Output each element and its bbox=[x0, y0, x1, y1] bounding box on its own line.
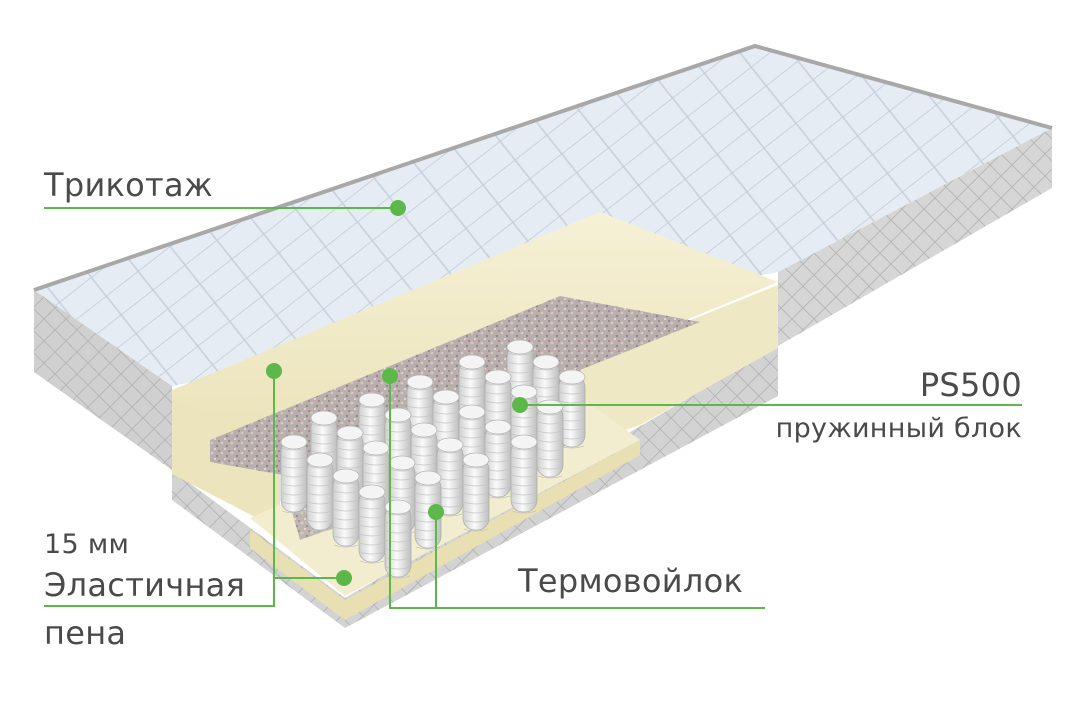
callout-felt bbox=[389, 376, 765, 609]
callout-spring-block-dot bbox=[512, 397, 528, 413]
label-foam-name-line1: Эластичная bbox=[44, 566, 246, 604]
callout-foam-dot bbox=[266, 363, 282, 379]
label-spring-block-title: PS500 bbox=[919, 366, 1022, 404]
label-thermal-felt: Термовойлок bbox=[518, 562, 744, 600]
callout-lines bbox=[44, 200, 1022, 609]
mattress-side-fabric bbox=[34, 128, 1052, 628]
callout-knit-dot bbox=[390, 200, 406, 216]
callout-foam bbox=[44, 371, 344, 607]
label-knit: Трикотаж bbox=[44, 166, 214, 204]
callout-felt-dot bbox=[428, 504, 444, 520]
label-foam-name-line2: пена bbox=[44, 614, 127, 652]
label-foam-thickness: 15 мм bbox=[44, 529, 130, 560]
callout-felt-dot bbox=[382, 368, 398, 384]
label-spring-block-subtitle: пружинный блок bbox=[775, 413, 1022, 444]
callout-foam-dot bbox=[336, 570, 352, 586]
